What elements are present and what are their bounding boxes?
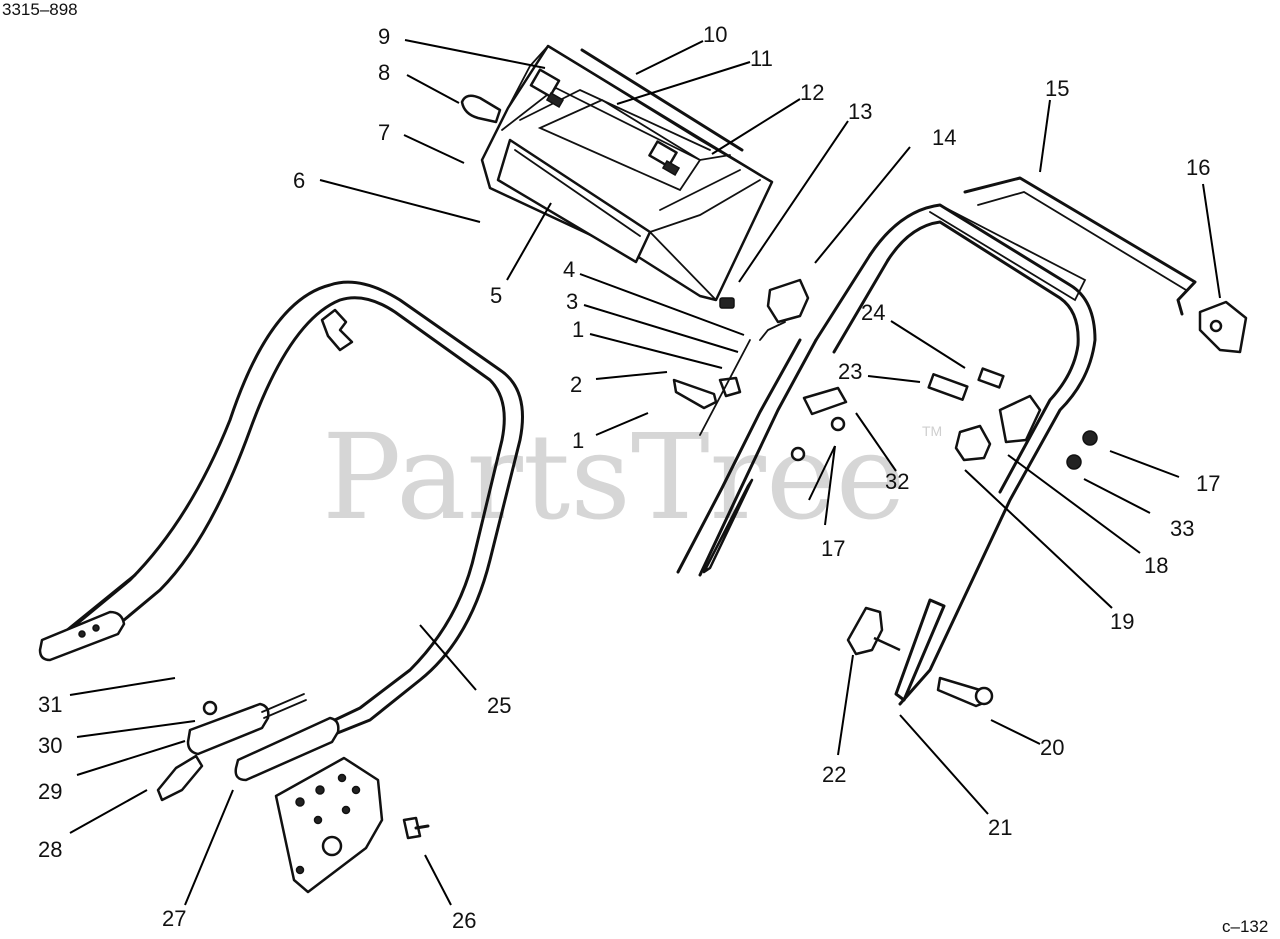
upper-handle-illustration (814, 176, 1248, 708)
grass-catcher-illustration (460, 44, 774, 309)
callout-29: 29 (38, 779, 62, 804)
diagram-code: 3315–898 (2, 0, 78, 19)
callout-25: 25 (487, 693, 511, 718)
callout-16: 16 (1186, 155, 1210, 180)
callout-27: 27 (162, 906, 186, 931)
leader-lines (69, 39, 1221, 906)
callout-18: 18 (1144, 553, 1168, 578)
callout-10: 10 (703, 22, 727, 47)
callout-5: 5 (490, 283, 502, 308)
pivot-bracket-illustration (156, 693, 430, 894)
callout-26: 26 (452, 908, 476, 933)
page-code: c–132 (1222, 917, 1268, 936)
callout-2: 2 (570, 372, 582, 397)
callout-13: 13 (848, 99, 872, 124)
callout-4: 4 (563, 257, 575, 282)
callout-7: 7 (378, 120, 390, 145)
callout-6: 6 (293, 168, 305, 193)
watermark: PartsTree (322, 408, 906, 546)
callout-19: 19 (1110, 609, 1134, 634)
callout-15: 15 (1045, 76, 1069, 101)
callout-23: 23 (838, 359, 862, 384)
lower-handle-illustration (38, 280, 524, 767)
callout-24: 24 (861, 300, 885, 325)
callout-1-lower: 1 (572, 428, 584, 453)
callout-17-center: 17 (821, 536, 845, 561)
callout-11: 11 (750, 46, 773, 71)
callout-labels: 9 10 11 8 12 7 13 15 14 6 16 5 4 3 24 1 … (38, 22, 1220, 933)
callout-1-upper: 1 (572, 317, 584, 342)
callout-28: 28 (38, 837, 62, 862)
callout-21: 21 (988, 815, 1012, 840)
callout-12: 12 (800, 80, 824, 105)
callout-30: 30 (38, 733, 62, 758)
callout-3: 3 (566, 289, 578, 314)
callout-9: 9 (378, 24, 390, 49)
callout-17-right: 17 (1196, 471, 1220, 496)
callout-14: 14 (932, 125, 956, 150)
callout-31: 31 (38, 692, 62, 717)
callout-8: 8 (378, 60, 390, 85)
callout-22: 22 (822, 762, 846, 787)
callout-20: 20 (1040, 735, 1064, 760)
middle-handle-illustration (672, 278, 848, 577)
callout-33: 33 (1170, 516, 1194, 541)
watermark-tm: TM (922, 423, 942, 439)
callout-32: 32 (885, 469, 909, 494)
